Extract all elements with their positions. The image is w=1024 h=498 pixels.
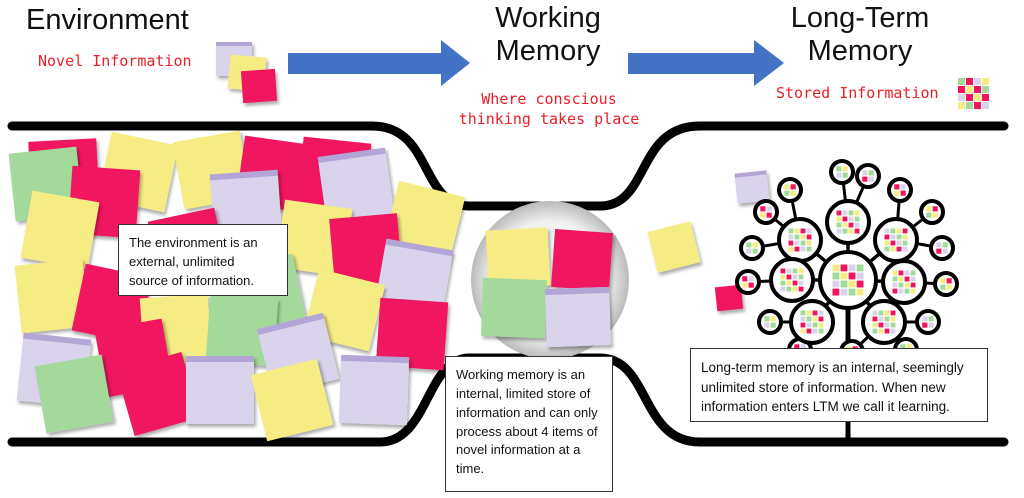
sticky-note-icon bbox=[216, 42, 278, 104]
memory-node bbox=[777, 177, 803, 203]
memory-node bbox=[919, 199, 945, 225]
sticky-note-icon bbox=[34, 354, 114, 434]
memory-node bbox=[735, 269, 761, 295]
sticky-note-icon bbox=[186, 356, 254, 424]
memory-node bbox=[887, 177, 913, 203]
environment-callout: The environment is an external, unlimite… bbox=[118, 224, 288, 296]
incoming-sticky-notes bbox=[647, 170, 770, 312]
memory-node bbox=[825, 199, 871, 245]
memory-node bbox=[769, 257, 815, 303]
memory-node bbox=[818, 250, 878, 310]
memory-node bbox=[753, 199, 779, 225]
memory-node bbox=[829, 159, 855, 185]
longterm-memory-callout: Long-term memory is an internal, seeming… bbox=[690, 348, 988, 422]
memory-node bbox=[739, 235, 765, 261]
memory-node bbox=[915, 309, 941, 335]
memory-node bbox=[873, 217, 919, 263]
memory-node bbox=[861, 299, 907, 345]
memory-node bbox=[933, 271, 959, 297]
right-arrow-icon bbox=[628, 40, 784, 86]
sticky-note-icon bbox=[338, 354, 410, 426]
longterm-memory-title: Long-Term Memory bbox=[790, 2, 930, 67]
right-arrow-icon bbox=[288, 40, 470, 86]
working-memory-callout: Working memory is an internal, limited s… bbox=[445, 356, 613, 492]
memory-node bbox=[929, 235, 955, 261]
environment-subtitle: Novel Information bbox=[38, 52, 192, 70]
longterm-memory-subtitle: Stored Information bbox=[776, 84, 939, 102]
memory-node bbox=[855, 163, 881, 189]
sticky-note-icon bbox=[375, 297, 449, 371]
working-memory-bubble bbox=[471, 201, 629, 359]
working-memory-title: Working Memory bbox=[495, 2, 601, 67]
memory-node bbox=[777, 217, 823, 263]
sticky-note-icon bbox=[20, 190, 100, 270]
stored-info-grid-icon bbox=[958, 78, 989, 109]
sticky-note-icon bbox=[250, 358, 334, 442]
sticky-note-icon bbox=[205, 293, 279, 367]
environment-title: Environment bbox=[26, 4, 189, 36]
working-memory-subtitle: Where conscious thinking takes place bbox=[458, 90, 640, 128]
memory-node bbox=[789, 299, 835, 345]
sticky-note-icon bbox=[14, 258, 90, 334]
sticky-note-icon bbox=[317, 147, 395, 225]
sticky-note-icon bbox=[115, 351, 201, 437]
memory-node bbox=[757, 309, 783, 335]
memory-node bbox=[881, 259, 927, 305]
sticky-note-icon bbox=[374, 238, 454, 318]
